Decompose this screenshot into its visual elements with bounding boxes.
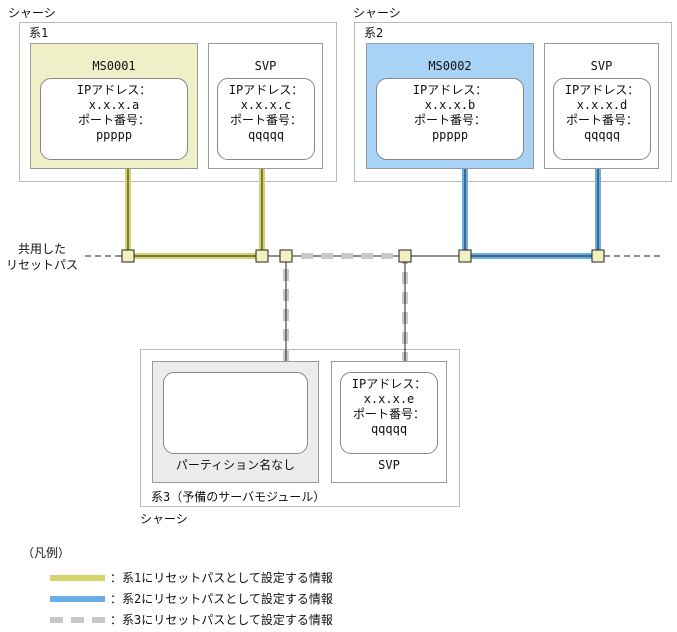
system1-ms-box[interactable]: MS0001 IPアドレス： x.x.x.a ポート番号： ppppp — [30, 43, 198, 169]
system2-svp-name: SVP — [590, 59, 613, 73]
port-value: qqqqq — [583, 128, 621, 142]
port-label: ポート番号： — [413, 113, 486, 127]
ip-label: IPアドレス： — [351, 377, 427, 391]
partition-name-label: パーティション名なし — [175, 458, 296, 472]
system2-svp-box[interactable]: SVP IPアドレス： x.x.x.d ポート番号： qqqqq — [544, 43, 659, 169]
connector-system3-left — [279, 249, 293, 263]
port-value: ppppp — [95, 128, 133, 142]
ip-label: IPアドレス： — [564, 83, 640, 97]
system2-label: 系2 — [364, 26, 384, 40]
system2-svp-info: IPアドレス： x.x.x.d ポート番号： qqqqq — [553, 78, 651, 160]
connector-svp3 — [398, 249, 412, 263]
chassis-label-3: シャーシ — [140, 512, 188, 526]
system1-label: 系1 — [29, 26, 49, 40]
shared-path-label-line2: リセットパス — [6, 258, 79, 272]
system3-partition-box[interactable]: パーティション名なし — [152, 361, 319, 483]
port-value: ppppp — [431, 128, 469, 142]
system1-svp-info: IPアドレス： x.x.x.c ポート番号： qqqqq — [217, 78, 315, 160]
legend-title: （凡例） — [22, 546, 71, 560]
system1-reset-path — [125, 169, 265, 259]
ip-value: x.x.x.d — [576, 98, 628, 112]
shared-path-label-line1: 共用した — [18, 242, 67, 256]
connector-ms0002 — [458, 249, 472, 263]
legend-item-system3: ：系3にリセットパスとして設定する情報 — [110, 613, 333, 627]
port-label: ポート番号： — [565, 113, 638, 127]
system2-reset-path — [462, 169, 601, 259]
port-value: qqqqq — [247, 128, 285, 142]
system3-empty-panel — [163, 372, 308, 454]
ip-label: IPアドレス： — [76, 83, 152, 97]
system1-svp-box[interactable]: SVP IPアドレス： x.x.x.c ポート番号： qqqqq — [208, 43, 323, 169]
connector-svp2 — [591, 249, 605, 263]
connector-ms0001 — [121, 249, 135, 263]
system2-ms-info: IPアドレス： x.x.x.b ポート番号： ppppp — [376, 78, 524, 160]
connector-svp1 — [255, 249, 269, 263]
system3-svp-name: SVP — [378, 458, 400, 472]
ip-label: IPアドレス： — [228, 83, 304, 97]
ip-value: x.x.x.e — [363, 392, 415, 406]
system1-ms-info: IPアドレス： x.x.x.a ポート番号： ppppp — [40, 78, 188, 160]
system1-svp-name: SVP — [254, 59, 277, 73]
ip-value: x.x.x.b — [424, 98, 476, 112]
system3-svp-box[interactable]: IPアドレス： x.x.x.e ポート番号： qqqqq SVP — [331, 361, 447, 483]
port-label: ポート番号： — [77, 113, 150, 127]
port-label: ポート番号： — [229, 113, 302, 127]
system3-label: 系3（予備のサーバモジュール） — [151, 490, 326, 504]
legend-item-system1: ：系1にリセットパスとして設定する情報 — [110, 571, 333, 585]
ip-value: x.x.x.a — [88, 98, 140, 112]
legend-item-system2: ：系2にリセットパスとして設定する情報 — [110, 592, 333, 606]
system1-ms-name: MS0001 — [92, 59, 136, 73]
system3-reset-path — [283, 253, 408, 361]
chassis-label-2: シャーシ — [353, 6, 401, 20]
chassis-label-1: シャーシ — [8, 6, 56, 20]
system3-svp-info: IPアドレス： x.x.x.e ポート番号： qqqqq — [340, 372, 438, 454]
system2-ms-name: MS0002 — [428, 59, 472, 73]
port-value: qqqqq — [370, 422, 408, 436]
ip-value: x.x.x.c — [240, 98, 292, 112]
system2-ms-box[interactable]: MS0002 IPアドレス： x.x.x.b ポート番号： ppppp — [366, 43, 534, 169]
port-label: ポート番号： — [352, 407, 425, 421]
ip-label: IPアドレス： — [412, 83, 488, 97]
